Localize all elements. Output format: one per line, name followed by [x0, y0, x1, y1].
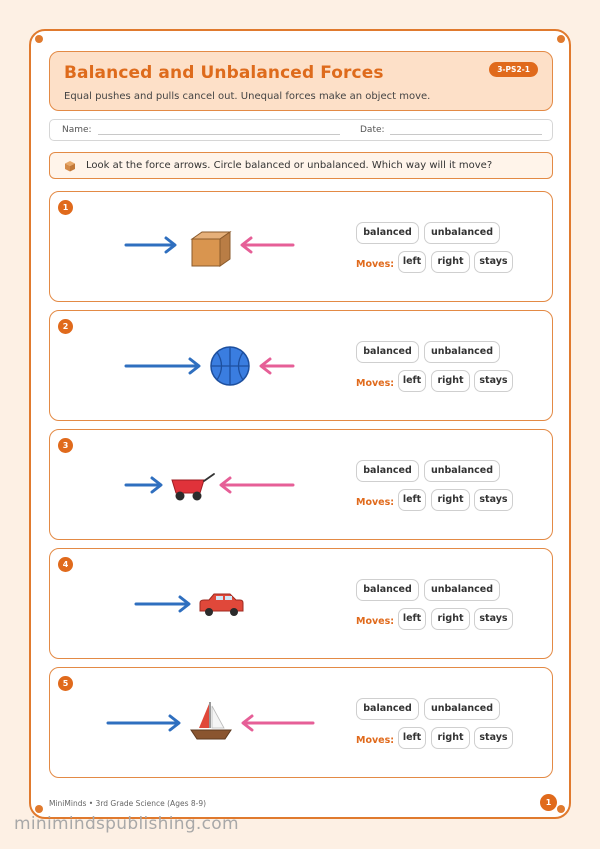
problem-number: 1	[58, 200, 73, 215]
problem-card: 5 balanced unbalanced Moves: left right	[49, 667, 553, 778]
box-icon	[190, 231, 232, 267]
date-field[interactable]	[390, 134, 542, 135]
problem-card: 4 balanced unbalanced Moves: left right …	[49, 548, 553, 659]
problem-card: 1 balanced unbalanced Moves: left right …	[49, 191, 553, 302]
balanced-option[interactable]: balanced	[356, 579, 419, 601]
pull-arrow	[219, 476, 295, 494]
worksheet-header: Balanced and Unbalanced Forces Equal pus…	[49, 51, 553, 111]
page-subtitle: Equal pushes and pulls cancel out. Unequ…	[64, 91, 431, 102]
problem-number: 2	[58, 319, 73, 334]
unbalanced-option[interactable]: unbalanced	[424, 341, 500, 363]
name-field[interactable]	[98, 134, 340, 135]
unbalanced-option[interactable]: unbalanced	[424, 460, 500, 482]
left-option[interactable]: left	[398, 370, 426, 392]
name-label: Name:	[62, 125, 92, 135]
problem-number: 5	[58, 676, 73, 691]
force-diagram	[124, 231, 295, 267]
pull-arrow	[259, 357, 295, 375]
moves-label: Moves:	[356, 616, 395, 627]
footer-text: MiniMinds • 3rd Grade Science (Ages 8-9)	[49, 799, 207, 808]
push-arrow	[124, 357, 201, 375]
right-option[interactable]: right	[431, 727, 470, 749]
unbalanced-option[interactable]: unbalanced	[424, 698, 500, 720]
worksheet-page: Balanced and Unbalanced Forces Equal pus…	[29, 29, 571, 819]
moves-label: Moves:	[356, 735, 395, 746]
left-option[interactable]: left	[398, 489, 426, 511]
push-arrow	[124, 236, 177, 254]
corner-dot	[35, 805, 43, 813]
standard-code-badge: 3-PS2-1	[489, 62, 538, 77]
moves-label: Moves:	[356, 259, 395, 270]
right-option[interactable]: right	[431, 251, 470, 273]
balanced-option[interactable]: balanced	[356, 222, 419, 244]
name-date-bar: Name: Date:	[49, 119, 553, 141]
unbalanced-option[interactable]: unbalanced	[424, 579, 500, 601]
stays-option[interactable]: stays	[474, 608, 513, 630]
box-icon	[65, 161, 75, 172]
right-option[interactable]: right	[431, 489, 470, 511]
left-option[interactable]: left	[398, 608, 426, 630]
instructions-text: Look at the force arrows. Circle balance…	[86, 160, 493, 171]
sailboat-icon	[190, 702, 232, 740]
right-option[interactable]: right	[431, 370, 470, 392]
pull-arrow	[241, 714, 315, 732]
force-diagram	[124, 473, 295, 501]
stays-option[interactable]: stays	[474, 370, 513, 392]
moves-label: Moves:	[356, 378, 395, 389]
force-diagram	[106, 702, 315, 740]
problem-number: 4	[58, 557, 73, 572]
unbalanced-option[interactable]: unbalanced	[424, 222, 500, 244]
wagon-icon	[171, 473, 215, 501]
stays-option[interactable]: stays	[474, 489, 513, 511]
push-arrow	[134, 595, 191, 613]
balanced-option[interactable]: balanced	[356, 698, 419, 720]
balanced-option[interactable]: balanced	[356, 341, 419, 363]
page-title: Balanced and Unbalanced Forces	[64, 63, 384, 83]
publisher-watermark: minimindspublishing.com	[14, 814, 239, 834]
push-arrow	[124, 476, 163, 494]
problem-number: 3	[58, 438, 73, 453]
push-arrow	[106, 714, 181, 732]
balanced-option[interactable]: balanced	[356, 460, 419, 482]
moves-label: Moves:	[356, 497, 395, 508]
stays-option[interactable]: stays	[474, 251, 513, 273]
date-label: Date:	[360, 125, 385, 135]
stays-option[interactable]: stays	[474, 727, 513, 749]
left-option[interactable]: left	[398, 727, 426, 749]
corner-dot	[35, 35, 43, 43]
force-diagram	[124, 346, 295, 386]
problem-card: 2 balanced unbalanced Moves: left	[49, 310, 553, 421]
force-diagram	[134, 593, 244, 616]
problem-card: 3 balanced unbalanced Moves: left right	[49, 429, 553, 540]
right-option[interactable]: right	[431, 608, 470, 630]
corner-dot	[557, 805, 565, 813]
pull-arrow	[240, 236, 295, 254]
instructions-box: Look at the force arrows. Circle balance…	[49, 152, 553, 179]
ball-icon	[210, 346, 250, 386]
car-icon	[199, 593, 244, 616]
page-number: 1	[540, 794, 557, 811]
left-option[interactable]: left	[398, 251, 426, 273]
corner-dot	[557, 35, 565, 43]
